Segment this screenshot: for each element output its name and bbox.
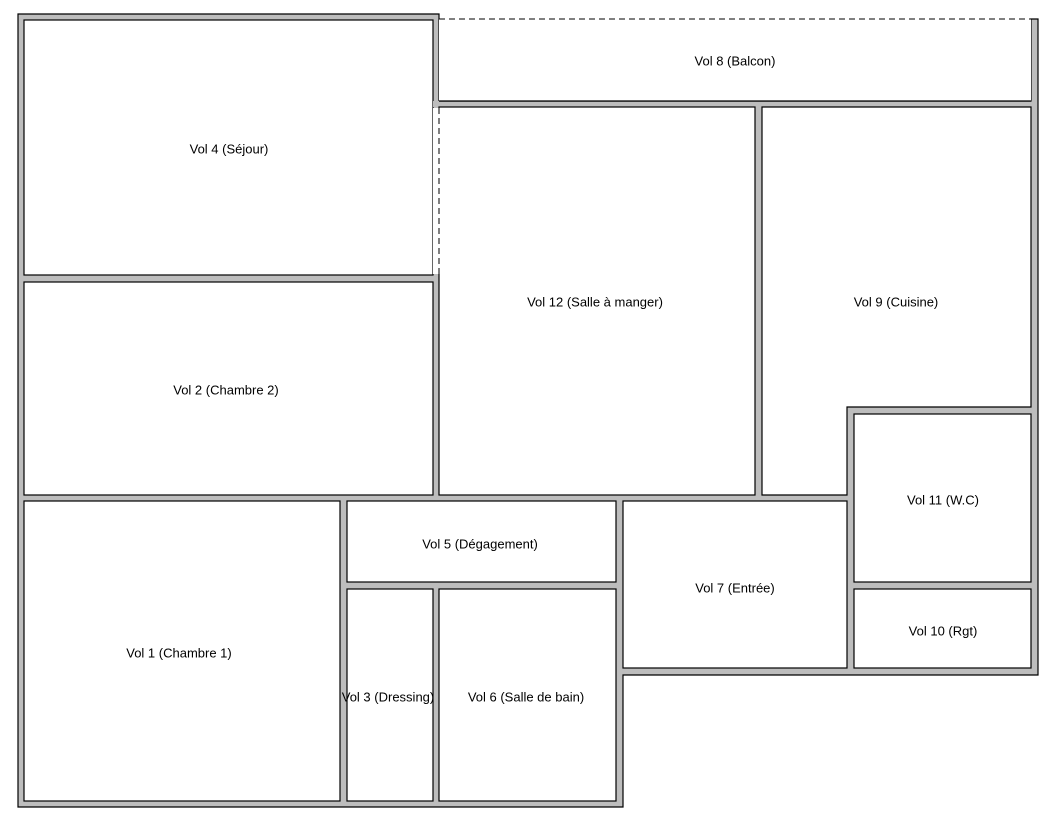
room-vol12 (438, 106, 756, 496)
room-label-vol8: Vol 8 (Balcon) (695, 53, 776, 68)
room-vol2 (23, 281, 434, 496)
room-label-vol1: Vol 1 (Chambre 1) (126, 645, 232, 660)
wall-strip-12 (433, 101, 439, 107)
room-vol3 (346, 588, 434, 802)
room-vol7 (622, 500, 848, 669)
room-label-vol9: Vol 9 (Cuisine) (854, 294, 939, 309)
room-vol8 (439, 19, 1031, 101)
room-label-vol10: Vol 10 (Rgt) (909, 623, 978, 638)
room-label-vol4: Vol 4 (Séjour) (190, 141, 269, 156)
room-label-vol11: Vol 11 (W.C) (907, 492, 979, 507)
room-label-vol5: Vol 5 (Dégagement) (422, 536, 538, 551)
room-vol4 (23, 19, 434, 276)
room-vol11 (853, 413, 1032, 583)
room-label-vol7: Vol 7 (Entrée) (695, 580, 775, 595)
room-vol9 (761, 106, 1032, 496)
room-vol10 (853, 588, 1032, 669)
room-label-vol2: Vol 2 (Chambre 2) (173, 382, 279, 397)
room-vol5 (346, 500, 617, 583)
room-vol6 (438, 588, 617, 802)
room-label-vol3: Vol 3 (Dressing) (342, 689, 434, 704)
room-label-vol6: Vol 6 (Salle de bain) (468, 689, 584, 704)
room-label-vol12: Vol 12 (Salle à manger) (527, 294, 663, 309)
room-vol1 (23, 500, 341, 802)
